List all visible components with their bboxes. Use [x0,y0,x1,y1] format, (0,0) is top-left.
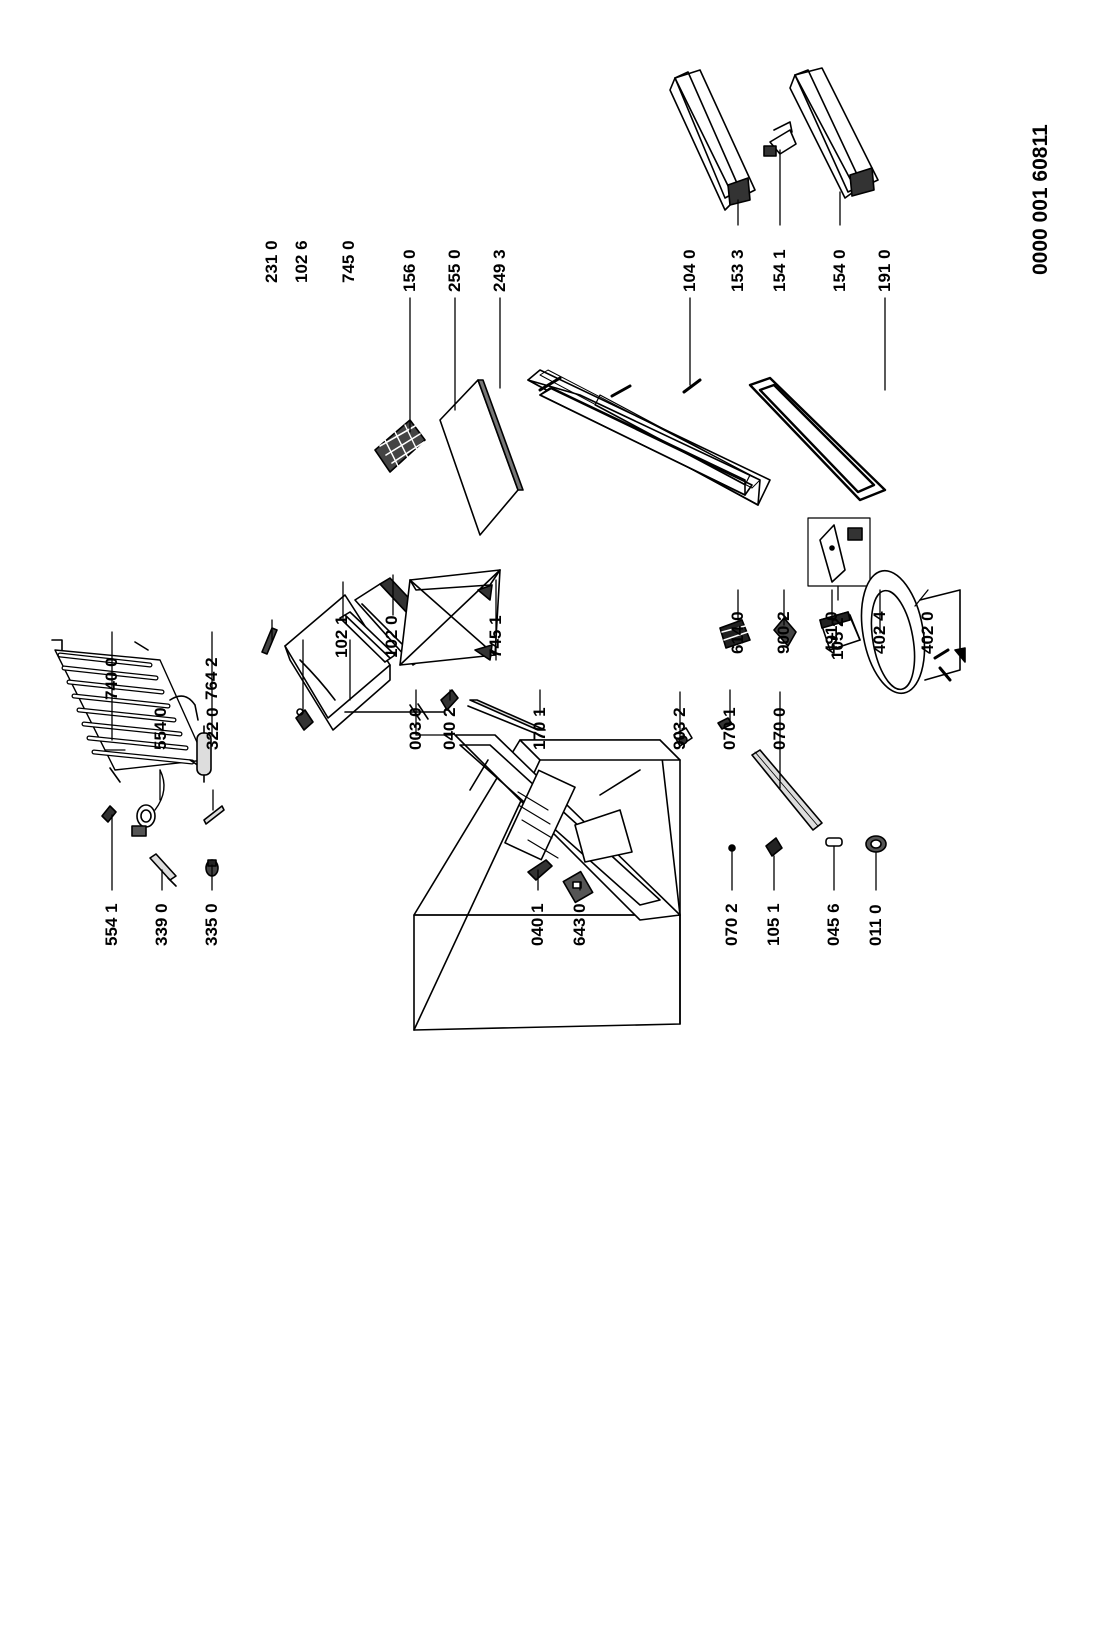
condenser-coil [51,639,206,783]
part-label: 643 0 [570,903,589,946]
part-label: 105 1 [764,903,783,946]
part-label: 491 0 [822,611,841,654]
part-label: 231 0 [262,240,281,283]
pin-070-2 [728,844,736,852]
part-label: 170 1 [530,707,549,750]
part-label: 070 0 [770,707,789,750]
part-label: 745 1 [486,615,505,658]
part-label: 045 6 [824,903,843,946]
drier [196,725,212,783]
part-label: 764 2 [202,657,221,700]
part-label: 070 2 [722,903,741,946]
cabinet [413,734,681,1031]
thermostat-knob-part [101,805,117,823]
part-label: 040 1 [528,903,547,946]
adjustable-foot [865,835,887,853]
handle-kit [807,517,871,587]
inner-door [527,369,771,506]
cover-strip [467,699,546,737]
part-label: 554 0 [151,707,170,750]
part-label: 102 1 [332,615,351,658]
part-label: 102 6 [292,240,311,283]
part-label: 322 0 [203,707,222,750]
part-label: 191 0 [875,249,894,292]
part-label: 335 0 [202,903,221,946]
part-label: 402 0 [918,611,937,654]
document-number: 0000 001 60811 [1029,124,1052,275]
part-label: 040 2 [440,707,459,750]
part-label: 104 0 [680,249,699,292]
hinge-bar [751,749,823,831]
part-label: 154 1 [770,249,789,292]
part-label: 614 0 [728,611,747,654]
part-label: 554 1 [102,903,121,946]
door-shelf-large [669,69,756,211]
thermostat-sensor [149,853,177,887]
door-gasket [748,376,887,502]
door-shelf-small [789,67,879,199]
screw-part [295,708,314,731]
part-label: 339 0 [152,903,171,946]
hinge-pin [825,837,843,847]
part-label: 745 0 [339,240,358,283]
clip-900-2 [773,617,797,647]
shelf-trim [477,379,524,491]
bottle-retainer [763,121,797,157]
part-label: 011 0 [866,904,885,946]
part-label: 156 0 [400,249,419,292]
evaporator-tray [399,569,501,666]
part-label: 900 2 [774,611,793,654]
part-label: 903 2 [670,707,689,750]
part-label: 740 0 [102,657,121,700]
door-bracket [717,717,733,730]
thermostat [131,769,165,837]
part-label: 153 3 [728,249,747,292]
crisper-rail [339,611,396,663]
leader-lines [111,149,929,891]
part-label: 003 0 [406,707,425,750]
egg-tray [374,419,426,473]
door-stop [765,837,783,857]
part-label: 102 0 [382,615,401,658]
part-label: 154 0 [830,249,849,292]
thermostat-cover [203,805,225,825]
foot-903 [673,727,693,747]
compressor [860,569,966,695]
small-clip [261,627,278,655]
relay [719,619,751,649]
part-label: 070 1 [720,707,739,750]
part-label: 255 0 [445,249,464,292]
part-label: 402 4 [870,611,889,654]
terminal-cover [819,611,861,651]
part-label: 249 3 [490,249,509,292]
